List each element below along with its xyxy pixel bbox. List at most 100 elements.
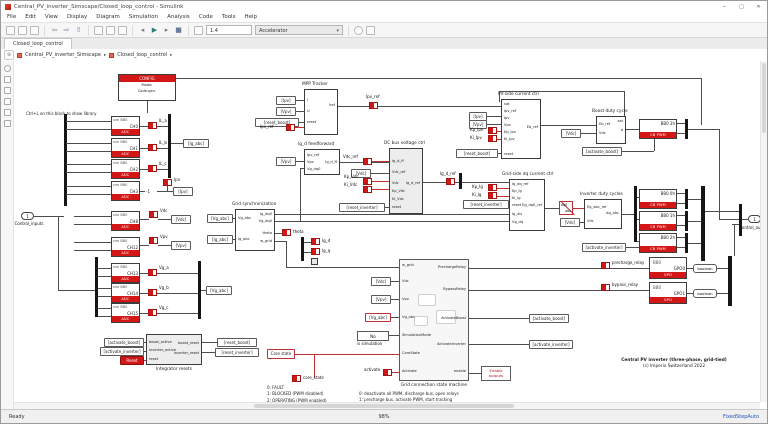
adc-block-ch8[interactable]: sim BB0 CH8 ADC [111, 211, 140, 231]
model-config-icon[interactable] [106, 25, 115, 35]
dcbus-block[interactable]: Ig_d_ff Vdc_ref Vdc Kp_Vdc Ki_Vdc reset … [389, 148, 423, 214]
breadcrumb-current[interactable]: Closed_loop_control [117, 52, 168, 58]
probe-ki-vdc[interactable] [363, 186, 372, 193]
menu-file[interactable]: File [7, 14, 17, 20]
probe-core-state[interactable] [292, 375, 301, 382]
sim-mode-dropdown[interactable]: Accelerator ▾ [255, 25, 343, 35]
back-icon[interactable]: ⇦ [51, 25, 58, 34]
gridctrl-block[interactable]: Ig_dq_ref Kp_Ig Ki_Ig reset Ig_dq Vg_dq … [509, 179, 545, 231]
refresh-icon[interactable] [354, 25, 363, 35]
palette-select-icon[interactable] [3, 120, 11, 127]
mux-bus-pwm0[interactable] [685, 189, 688, 209]
from-ig-abc[interactable]: [Ig_abc] [207, 235, 233, 244]
breadcrumb-up-icon[interactable]: ⊕ [4, 50, 14, 60]
stop-icon[interactable]: ■ [175, 25, 182, 34]
model-canvas[interactable]: CONFIG Mode: Code-gen. Ctrl+L on this bl… [14, 61, 762, 404]
probe-vdc-ref[interactable] [363, 158, 372, 165]
from-vpv-sm[interactable]: [Vpv] [371, 295, 391, 304]
goto-vpv[interactable]: [Vpv] [171, 241, 191, 250]
palette-screenshot-icon[interactable] [3, 98, 11, 105]
reset-tag[interactable]: Reset [120, 356, 144, 365]
probe-bypass-relay[interactable] [601, 284, 610, 291]
up-to-parent-icon[interactable]: ⇧ [75, 25, 82, 34]
adc-block-ch15[interactable]: sim BB0 CH15 ADC [111, 303, 140, 323]
mux-bus-vg[interactable] [198, 261, 201, 319]
from-vdc-sm[interactable]: [Vdc] [371, 277, 391, 286]
from-reset-boost-pvctrl[interactable]: [reset_boost] [456, 149, 498, 158]
probe-vg-c[interactable] [148, 309, 157, 316]
is-simulation-const[interactable]: No [357, 331, 389, 341]
pwm-block-0[interactable]: BB0 0h CB PWM [639, 189, 677, 209]
probe-kp-vdc[interactable] [363, 178, 372, 185]
from-vpv[interactable]: [Vpv] [276, 107, 296, 116]
demux-bus-currents[interactable] [64, 114, 67, 206]
demux-bus-igdq[interactable] [301, 237, 304, 261]
probe-vdc[interactable] [149, 211, 158, 218]
boost-duty-block[interactable]: Eb_ref Vdc sat d [596, 116, 626, 144]
palette-fit-view-icon[interactable] [3, 76, 11, 83]
probe-ipv[interactable] [163, 179, 172, 186]
save-model-icon[interactable] [30, 25, 39, 35]
adc-block-ch14[interactable]: sim BB0 CH14 ADC [111, 283, 140, 303]
horizontal-scrollbar[interactable] [14, 402, 760, 409]
mux-bus-ig[interactable] [168, 114, 171, 178]
from-vpv-ff[interactable]: [Vpv] [276, 157, 296, 166]
mux-bus-pwm1[interactable] [685, 211, 688, 231]
mux-bus-boost-pwm[interactable] [685, 119, 688, 139]
probe-vg-a[interactable] [148, 269, 157, 276]
probe-ki-ipv[interactable] [488, 135, 497, 142]
goto-activate-boost[interactable]: [activate_boost] [529, 314, 569, 323]
from-vg-abc-sm[interactable]: [Vg_abc] [365, 313, 391, 322]
goto-activate-inverter[interactable]: [activate_inverter] [529, 340, 573, 349]
probe-activate[interactable] [383, 369, 392, 376]
close-button[interactable]: ✕ [756, 3, 761, 10]
adc-block-ch3[interactable]: sim BB0 CH3 ADC [111, 181, 140, 201]
menu-help[interactable]: Help [244, 14, 258, 20]
from-activate-inverter[interactable]: [activate_inverter] [582, 243, 626, 252]
probe-ki-ig[interactable] [488, 192, 497, 199]
from-vpv-pvctrl[interactable]: [Vpv] [469, 120, 487, 129]
adc-block-ch2[interactable]: sim BB0 CH2 ADC [111, 159, 140, 179]
palette-annotation-icon[interactable] [3, 109, 11, 116]
pwm-block-1[interactable]: BB0 1h CB PWM [639, 211, 677, 231]
palette-zoom100-icon[interactable] [3, 87, 11, 94]
probe-ig-d-ref[interactable] [446, 178, 455, 185]
integrator-resets-block[interactable]: boost_active inverter_active reset boost… [146, 334, 202, 365]
probe-vg-b[interactable] [148, 289, 157, 296]
demux-bus-voltages[interactable] [95, 257, 98, 317]
dq0-abc-transform-block[interactable]: dq0 abc [559, 201, 575, 216]
menu-view[interactable]: View [44, 14, 58, 20]
vertical-scrollbar[interactable] [760, 61, 767, 402]
menu-simulation[interactable]: Simulation [128, 14, 159, 20]
maximize-button[interactable]: □ [739, 3, 744, 10]
gpio-block-0[interactable]: BB0 GPO0 GPO [649, 257, 687, 279]
run-icon[interactable]: ▶ [151, 25, 158, 34]
from-ipv[interactable]: [Ipv] [276, 96, 296, 105]
terminator-block[interactable] [311, 258, 318, 265]
solver-link[interactable]: FixedStepAuto [723, 413, 759, 420]
goto-vdc[interactable]: [Vdc] [171, 215, 191, 224]
goto-ipv[interactable]: [Ipv] [173, 187, 193, 196]
forward-icon[interactable]: ⇨ [63, 25, 70, 34]
mux-bus-pwm2[interactable] [685, 233, 688, 253]
probe-theta[interactable] [282, 229, 291, 236]
tab-closed-loop-control[interactable]: Closed_loop_control [4, 38, 72, 49]
probe-il-c[interactable] [148, 165, 157, 172]
core-state-block[interactable]: Core state [267, 349, 295, 359]
from-reset-inverter-gridctrl[interactable]: [reset_inverter] [463, 200, 509, 209]
from-reset-inverter-dcbus[interactable]: [reset_inverter] [339, 203, 385, 212]
menu-diagram[interactable]: Diagram [96, 14, 120, 20]
pwm-block-boost[interactable]: BB0 3h CB PWM [639, 119, 677, 139]
boolean-block-0[interactable]: boolean [693, 264, 717, 273]
goto-ig-abc[interactable]: [Ig_abc] [183, 139, 209, 148]
probe-ipv-ref[interactable] [369, 102, 378, 109]
mux-bus-gpio[interactable] [728, 256, 732, 306]
from-reset-boost[interactable]: [reset_boost] [255, 118, 299, 127]
from-vdc-boost[interactable]: [Vdc] [561, 129, 581, 138]
mux-bus-output[interactable] [739, 204, 742, 236]
demux-bus-duty[interactable] [634, 186, 637, 242]
goto-reset-inverter[interactable]: [reset_inverter] [215, 348, 259, 357]
step-forward-icon[interactable]: ▸ [164, 25, 169, 34]
menu-edit[interactable]: Edit [25, 14, 36, 20]
sim-stop-time-field[interactable]: 1.4 [206, 25, 252, 35]
